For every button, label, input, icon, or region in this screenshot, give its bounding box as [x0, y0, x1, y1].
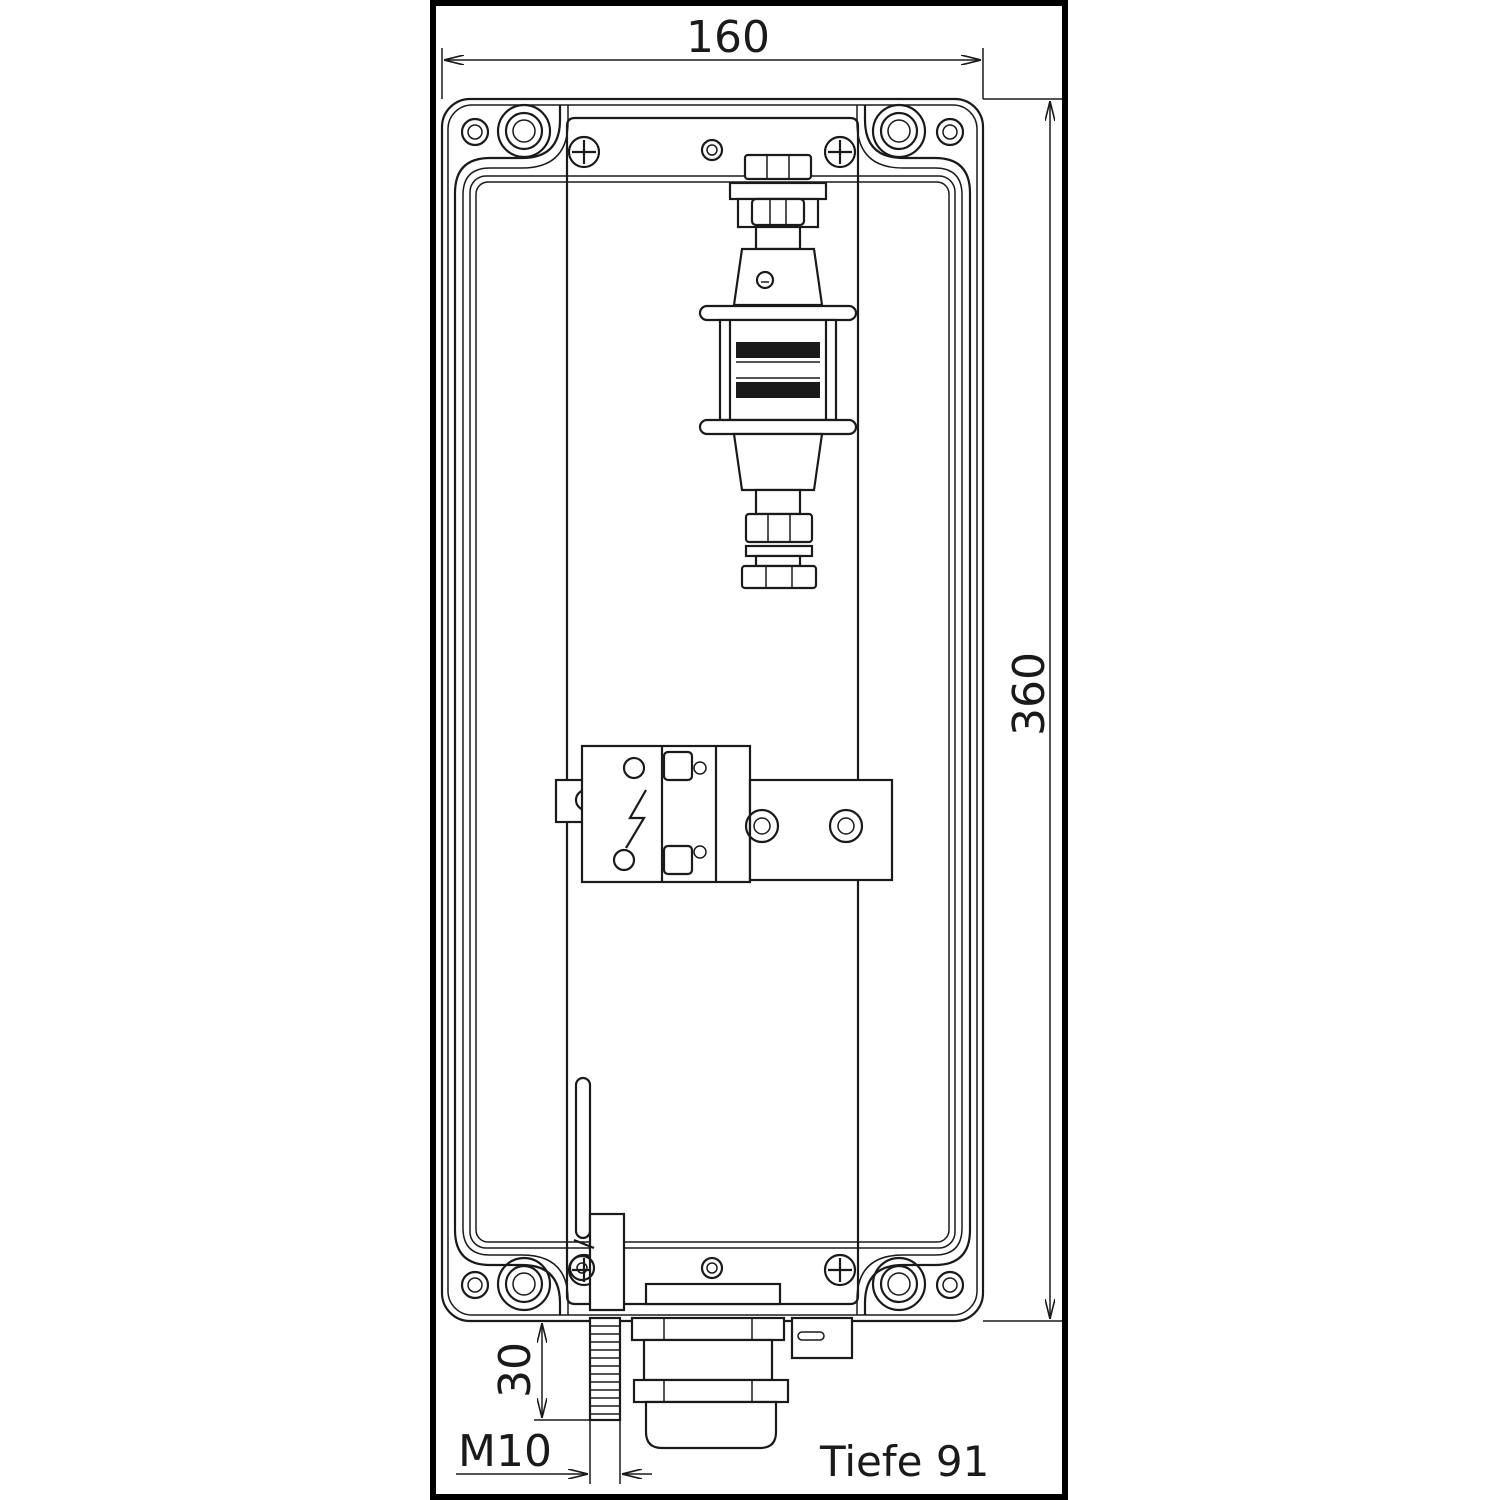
drawing-frame [430, 0, 1068, 1500]
dimension-width-label: 160 [686, 12, 770, 63]
dimension-bolt-length-label: 30 [490, 1342, 541, 1398]
mounting-hole-bottom-left [460, 1256, 552, 1312]
feedthrough-assembly [698, 153, 858, 590]
dimension-height-label: 360 [1004, 652, 1055, 736]
dimension-thread [456, 1420, 652, 1484]
earthing-rod [568, 1076, 626, 1312]
screw-bottom-right [823, 1253, 857, 1287]
dimension-thread-label: M10 [458, 1426, 552, 1477]
enclosure-housing [440, 97, 985, 1323]
cable-gland [630, 1282, 854, 1450]
vent-hole-top [700, 138, 724, 162]
lightning-bolt-icon [625, 789, 647, 849]
screw-top-right [823, 135, 857, 169]
spark-gap-module [554, 744, 894, 884]
dimension-bolt-length [534, 1320, 590, 1421]
mounting-hole-top-right [871, 103, 965, 159]
depth-label: Tiefe 91 [819, 1437, 989, 1486]
dimension-width [441, 48, 984, 99]
screw-top-left [567, 135, 601, 169]
mounting-hole-top-left [460, 103, 552, 159]
threaded-bolt [588, 1316, 622, 1422]
mounting-hole-bottom-right [871, 1256, 965, 1312]
vent-hole-bottom [700, 1256, 724, 1280]
dimension-height [983, 98, 1062, 1322]
